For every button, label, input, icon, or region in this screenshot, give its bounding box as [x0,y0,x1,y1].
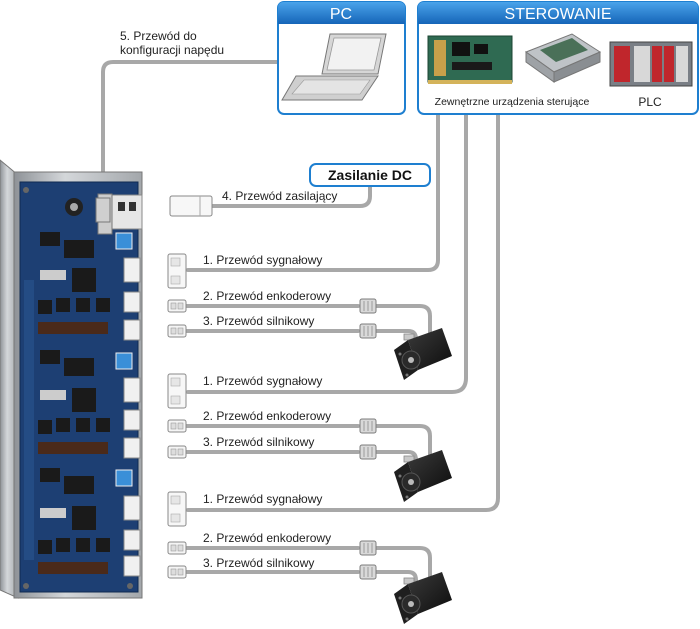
signal-connector-3 [167,491,187,527]
control-title: STEROWANIE [505,6,612,23]
motor-inline-connector-2 [359,444,377,460]
encoder-connector-2 [167,419,187,433]
encoder-connector-3 [167,541,187,555]
motion-controller-icon [524,33,602,83]
pc-panel: PC [277,1,406,115]
encoder-cable-label-1: 2. Przewód enkoderowy [203,289,331,303]
dc-power-title: Zasilanie DC [328,167,412,183]
connectors [95,195,377,580]
signal-connector-2 [167,373,187,409]
signal-cable-2 [186,110,468,394]
cables [101,60,500,588]
motor-cable-label-1: 3. Przewód silnikowy [203,314,314,328]
encoder-connector-1 [167,299,187,313]
pcb-components [23,187,143,589]
signal-cable-label-3: 1. Przewód sygnałowy [203,492,322,506]
plc-label: PLC [638,95,662,109]
servo-motor-1 [393,327,453,381]
external-devices-label: Zewnętrzne urządzenia sterujące [435,96,590,108]
servo-motor-2 [393,449,453,503]
pc-title: PC [330,6,352,23]
signal-cable-1 [186,110,440,272]
servo-motor-3 [393,571,453,625]
encoder-inline-connector-3 [359,540,377,556]
config-connector [95,197,111,223]
config-cable-label-line1: 5. Przewód do [120,29,197,43]
motor-cable-label-2: 3. Przewód silnikowy [203,435,314,449]
encoder-cable-label-2: 2. Przewód enkoderowy [203,409,331,423]
encoder-cable-label-3: 2. Przewód enkoderowy [203,531,331,545]
encoder-inline-connector-2 [359,418,377,434]
plc-icon [609,41,693,87]
dc-power-badge: Zasilanie DC [309,163,431,187]
controller-card-icon [427,35,513,84]
motor-inline-connector-3 [359,564,377,580]
motor-connector-1 [167,324,187,338]
encoder-cable-2b [374,424,432,458]
laptop-icon [281,33,387,101]
cable-labels: 5. Przewód do konfiguracji napędu 4. Prz… [120,29,337,570]
signal-cable-3 [186,110,500,512]
power-cable-label: 4. Przewód zasilający [222,189,337,203]
motor-cable-3b [374,570,418,588]
motor-connector-3 [167,565,187,579]
config-cable-label-line2: konfiguracji napędu [120,43,224,57]
motor-inline-connector-1 [359,323,377,339]
encoder-cable-3b [374,546,432,580]
encoder-inline-connector-1 [359,298,377,314]
power-cable [210,183,372,208]
drive-board [0,159,143,599]
signal-cable-label-1: 1. Przewód sygnałowy [203,253,322,267]
motor-cable-label-3: 3. Przewód silnikowy [203,556,314,570]
power-connector [169,195,213,217]
motor-connector-2 [167,445,187,459]
encoder-cable-1b [374,304,432,336]
signal-connector-1 [167,253,187,289]
signal-cable-label-2: 1. Przewód sygnałowy [203,374,322,388]
config-cable [101,60,287,202]
control-panel: STEROWANIE Zewnętrzne urządzenia sterują… [417,1,699,115]
